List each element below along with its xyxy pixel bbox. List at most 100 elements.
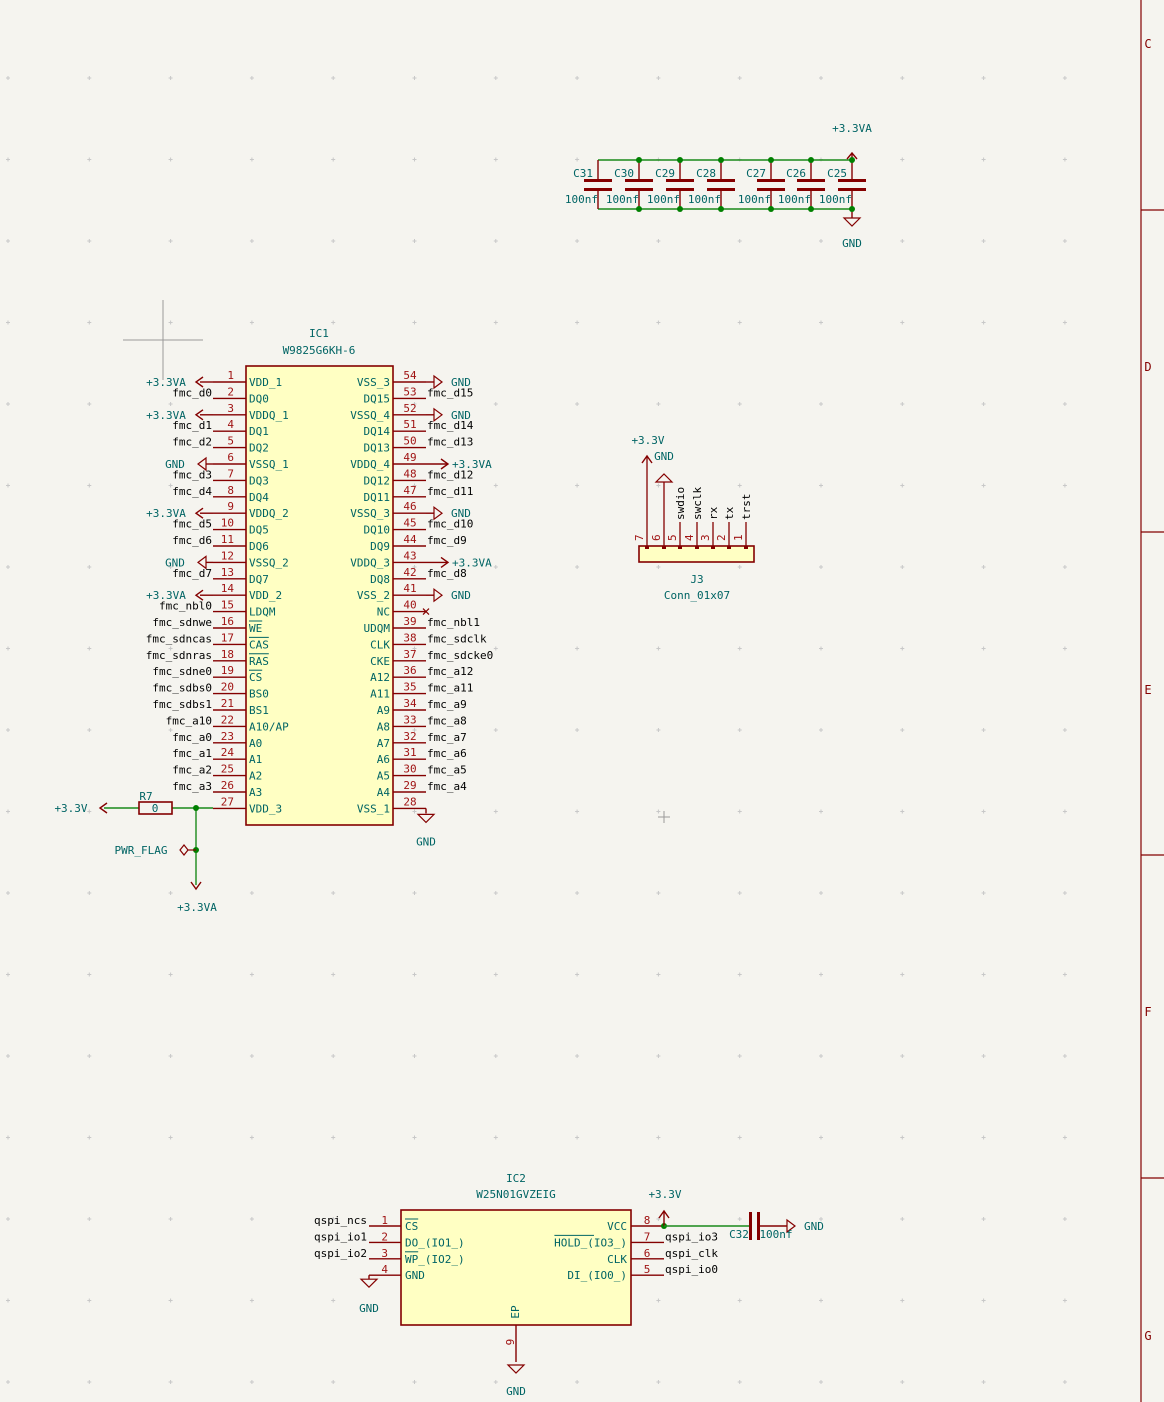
- pin-number: 15: [221, 599, 234, 612]
- net-label: swclk: [691, 487, 704, 520]
- cap-plate: [757, 179, 785, 182]
- cap-value: 100nf: [738, 193, 771, 206]
- grid-mark: [981, 157, 986, 162]
- grid-mark: [6, 76, 10, 80]
- power-net-label: +3.3VA: [146, 507, 186, 520]
- grid-mark: [819, 483, 823, 488]
- net-label: fmc_a12: [427, 665, 473, 678]
- grid-mark: [1062, 728, 1067, 732]
- cap-value: 100nf: [759, 1228, 792, 1241]
- grid-mark: [575, 483, 580, 488]
- grid-mark: [819, 646, 823, 651]
- junction-dot: [808, 206, 814, 212]
- grid-mark: [656, 728, 661, 732]
- grid-mark: [1062, 1135, 1067, 1140]
- grid-mark: [656, 320, 661, 325]
- grid-mark: [656, 239, 661, 243]
- grid-mark: [493, 239, 498, 243]
- grid-mark: [819, 891, 823, 895]
- grid-mark: [87, 1380, 92, 1384]
- grid-mark: [981, 972, 986, 977]
- net-label: fmc_a7: [427, 731, 467, 744]
- net-label: qspi_io2: [314, 1247, 367, 1260]
- pin-number: 31: [403, 746, 416, 759]
- grid-mark: [168, 891, 173, 895]
- junction-dot: [849, 206, 855, 212]
- ground-icon: [433, 588, 443, 603]
- pin-name: CAS: [249, 638, 269, 651]
- grid-mark: [737, 1054, 742, 1058]
- grid-mark: [6, 157, 10, 162]
- grid-mark: [412, 483, 417, 488]
- grid-mark: [331, 1217, 336, 1221]
- power-arrow-icon: [440, 556, 450, 568]
- cap-plate: [666, 188, 694, 191]
- grid-mark: [1062, 1217, 1067, 1221]
- power-net-label: +3.3VA: [452, 458, 492, 471]
- pin-name: DQ5: [249, 524, 269, 537]
- junction-dot: [718, 157, 724, 163]
- grid-mark: [6, 809, 10, 814]
- pin-name: VDD_2: [249, 589, 282, 602]
- grid-mark: [819, 728, 823, 732]
- pin-number: 20: [221, 681, 234, 694]
- cap-ref: C25: [827, 167, 847, 180]
- ic1-sdram[interactable]: IC1W9825G6KH-61VDD_1+3.3VA2DQ0fmc_d03VDD…: [146, 327, 493, 848]
- power-net-label: +3.3VA: [177, 901, 217, 914]
- pin-number: 14: [221, 582, 235, 595]
- junction-dot: [808, 157, 814, 163]
- grid-mark: [819, 1217, 823, 1221]
- cap-plate: [666, 179, 694, 182]
- grid-mark: [412, 320, 417, 325]
- cap-plate: [584, 179, 612, 182]
- grid-mark: [87, 1054, 92, 1058]
- ground-icon: [197, 456, 207, 472]
- cap-plate: [757, 1212, 760, 1240]
- net-label: fmc_d6: [172, 534, 212, 547]
- pin-number: 17: [221, 631, 234, 644]
- grid-mark: [493, 157, 498, 162]
- net-label: fmc_a11: [427, 682, 473, 695]
- pin-number: 1: [227, 369, 234, 382]
- grid-mark: [6, 1380, 10, 1384]
- pin-number: 52: [403, 402, 416, 415]
- pin-number: 13: [221, 566, 234, 579]
- pin-name: A0: [249, 737, 262, 750]
- cap-ref: C27: [746, 167, 766, 180]
- net-label: swdio: [674, 487, 687, 520]
- net-label: fmc_sdclk: [427, 632, 487, 645]
- pin-number: 1: [732, 534, 745, 541]
- pin-number: 54: [403, 369, 417, 382]
- grid-mark: [249, 157, 254, 162]
- grid-mark: [656, 891, 661, 895]
- grid-mark: [6, 1135, 10, 1140]
- junction-dot: [677, 206, 683, 212]
- power-net-label: +3.3VA: [832, 122, 872, 135]
- pin-number: 6: [650, 534, 663, 541]
- net-label: qspi_io1: [314, 1230, 367, 1243]
- grid-mark: [493, 1135, 498, 1140]
- grid-mark: [493, 972, 498, 977]
- net-label: fmc_a1: [172, 747, 212, 760]
- pin-number: 9: [227, 500, 234, 513]
- pin-stub: [744, 546, 748, 549]
- pin-number: 27: [221, 795, 234, 808]
- pin-number: 39: [403, 615, 416, 628]
- pin-number: 23: [221, 730, 234, 743]
- pin-name: A11: [370, 688, 390, 701]
- pin-name: DI_(IO0_): [567, 1269, 627, 1282]
- pin-name: HOLD_(IO3_): [554, 1236, 627, 1249]
- net-label: fmc_sdne0: [152, 665, 212, 678]
- pin-number: 37: [403, 648, 416, 661]
- cap-plate: [838, 188, 866, 191]
- cap-plate: [797, 179, 825, 182]
- grid-mark: [331, 157, 336, 162]
- pin-stub: [678, 546, 682, 549]
- ic2-ref: IC2: [506, 1172, 526, 1185]
- pin-number: 2: [381, 1230, 388, 1243]
- pin-name: VSSQ_4: [350, 409, 390, 422]
- grid-mark: [981, 76, 986, 80]
- pin-number: 2: [227, 385, 234, 398]
